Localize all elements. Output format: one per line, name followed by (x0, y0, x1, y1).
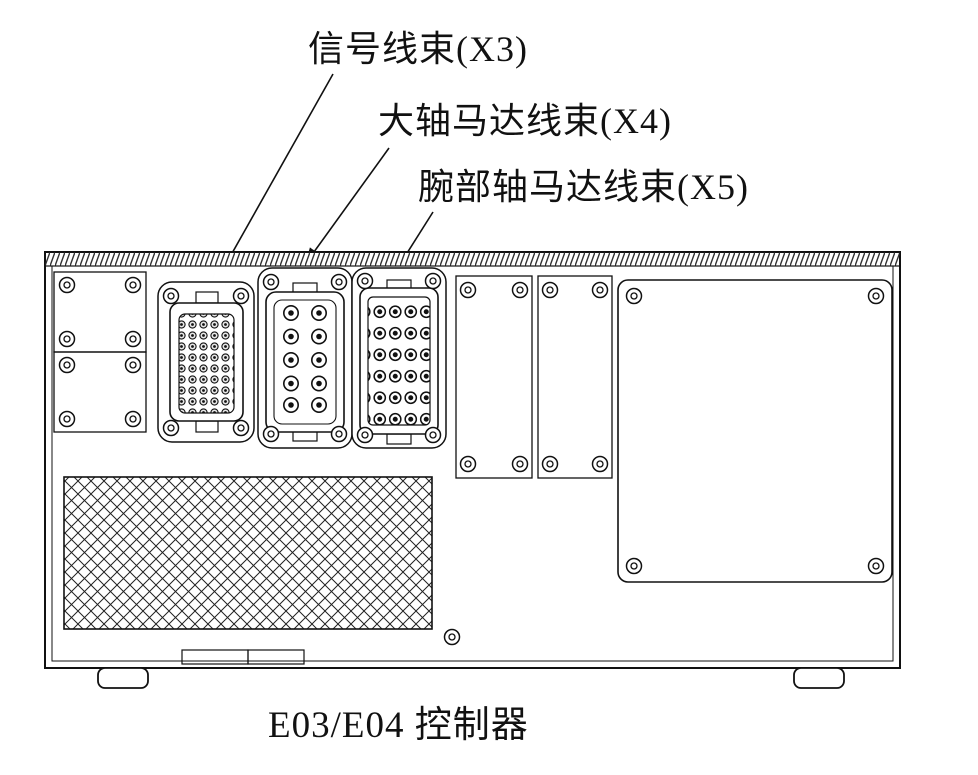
screw-icon (356, 426, 374, 444)
screw-icon (162, 419, 180, 437)
connector-x5 (351, 267, 447, 449)
callout-main-axis-motor-harness-x4: 大轴马达线束(X4) (378, 101, 672, 141)
screw-icon (232, 419, 250, 437)
screw-icon (58, 410, 76, 428)
screw-icon (58, 330, 76, 348)
screw-icon (511, 455, 529, 473)
screw-icon (356, 272, 374, 290)
screw-icon (262, 425, 280, 443)
screw-icon (124, 410, 142, 428)
screw-icon (541, 455, 559, 473)
screw-icon (867, 557, 885, 575)
left-cover-plates (53, 271, 147, 433)
right-access-panel (617, 279, 893, 583)
connector-x3 (157, 281, 255, 443)
screw-icon (541, 281, 559, 299)
mid-cover-plates (455, 275, 613, 479)
callout-wrist-axis-motor-harness-x5: 腕部轴马达线束(X5) (418, 167, 749, 207)
screw-icon (58, 276, 76, 294)
screw-icon (625, 287, 643, 305)
screw-icon (625, 557, 643, 575)
screw-icon (262, 273, 280, 291)
screw-icon (591, 455, 609, 473)
x3-pin-field (178, 313, 235, 414)
screw-icon (424, 272, 442, 290)
vent-grille (63, 476, 433, 630)
right-foot (793, 667, 845, 689)
left-foot (97, 667, 149, 689)
screw-icon (232, 287, 250, 305)
screw-icon (330, 273, 348, 291)
screw-icon (867, 287, 885, 305)
feet (97, 667, 845, 689)
screw-icon (459, 455, 477, 473)
screw-icon (591, 281, 609, 299)
screw-icon (459, 281, 477, 299)
callout-signal-harness-x3: 信号线束(X3) (308, 29, 528, 69)
leader-line-x4 (305, 147, 390, 264)
screw-icon (162, 287, 180, 305)
screw-icon (124, 356, 142, 374)
x5-pin-field (367, 296, 431, 426)
bottom-fittings (181, 649, 305, 665)
screw-icon (124, 330, 142, 348)
screw-icon (330, 425, 348, 443)
connector-x4 (257, 267, 353, 449)
screw-icon (511, 281, 529, 299)
screw-icon (424, 426, 442, 444)
screw-icon (58, 356, 76, 374)
screw-icon (443, 628, 461, 646)
screw-icon (124, 276, 142, 294)
caption-controller-name: E03/E04 控制器 (268, 705, 529, 746)
